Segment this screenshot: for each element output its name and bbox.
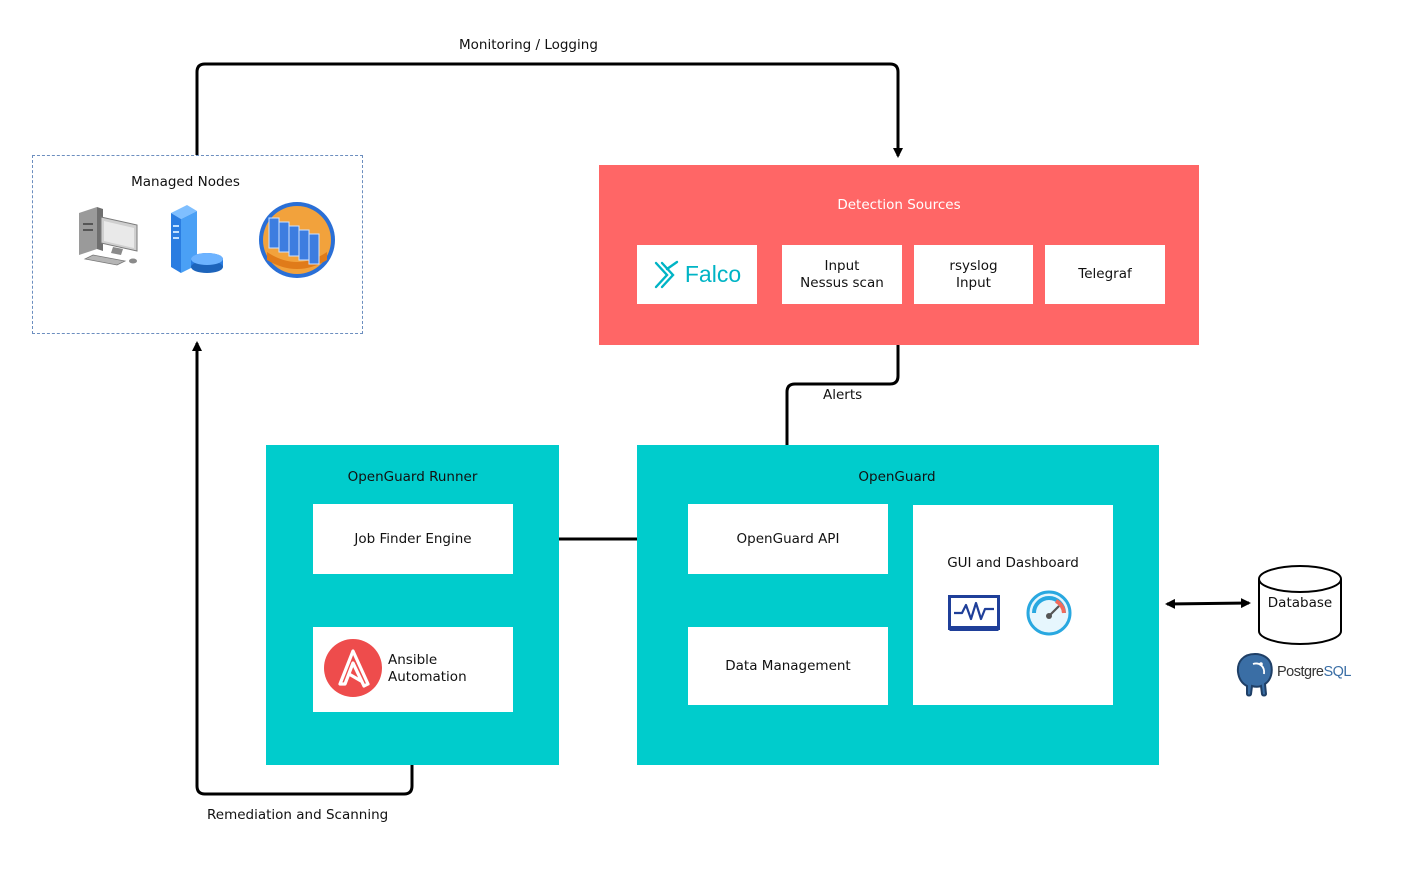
server-cluster-icon xyxy=(259,202,335,278)
openguard-api-label: OpenGuard API xyxy=(736,530,840,547)
ansible-line2: Automation xyxy=(388,669,467,685)
job-finder-label: Job Finder Engine xyxy=(354,530,472,547)
falco-logo-icon xyxy=(654,260,679,288)
telegraf-source[interactable]: Telegraf xyxy=(1045,245,1165,304)
desktop-computer-icon xyxy=(79,207,138,266)
gui-dashboard-box[interactable]: GUI and Dashboard xyxy=(913,505,1113,705)
postgresql-elephant-icon xyxy=(1236,652,1273,697)
speedometer-icon xyxy=(1026,590,1072,636)
gui-dashboard-label: GUI and Dashboard xyxy=(947,555,1079,571)
activity-monitor-icon xyxy=(948,595,1000,631)
ansible-line1: Ansible xyxy=(388,652,438,668)
postgresql-text-a: Postgre xyxy=(1277,664,1324,680)
openguard-database-connector xyxy=(1165,598,1251,609)
detection-sources-group[interactable]: Detection Sources Falco Input Nessus sca… xyxy=(599,165,1199,345)
openguard-runner-bg xyxy=(266,445,559,765)
falco-label: Falco xyxy=(684,261,742,287)
nessus-line2: Nessus scan xyxy=(800,274,884,291)
monitoring-label: Monitoring / Logging xyxy=(459,37,598,53)
data-management-label: Data Management xyxy=(725,657,851,674)
remediation-connector xyxy=(192,341,414,796)
alerts-label: Alerts xyxy=(823,387,863,403)
server-icon xyxy=(171,205,223,273)
telegraf-label: Telegraf xyxy=(1078,266,1132,282)
data-management-box[interactable]: Data Management xyxy=(688,627,888,705)
nessus-line1: Input xyxy=(824,257,860,274)
ansible-automation-box[interactable]: Ansible Automation xyxy=(313,627,513,712)
postgresql-logo: PostgreSQL xyxy=(1231,650,1371,698)
detection-sources-title: Detection Sources xyxy=(837,197,961,213)
rsyslog-source[interactable]: rsyslog Input xyxy=(914,245,1033,304)
postgresql-text-b: SQL xyxy=(1323,664,1351,680)
rsyslog-line2: Input xyxy=(956,274,991,291)
falco-source[interactable]: Falco xyxy=(637,245,757,304)
nessus-source[interactable]: Input Nessus scan xyxy=(782,245,902,304)
openguard-group[interactable]: OpenGuard OpenGuard API Data Management … xyxy=(637,445,1159,765)
openguard-title: OpenGuard xyxy=(858,469,936,485)
rsyslog-line1: rsyslog xyxy=(949,257,998,274)
openguard-runner-group[interactable]: OpenGuard Runner Job Finder Engine Ansib… xyxy=(266,445,559,765)
ansible-logo-icon xyxy=(324,639,382,697)
database-icon[interactable] xyxy=(1257,563,1343,647)
openguard-runner-title: OpenGuard Runner xyxy=(347,469,478,485)
alerts-connector xyxy=(782,345,900,496)
job-finder-engine-box[interactable]: Job Finder Engine xyxy=(313,504,513,574)
managed-nodes-group[interactable]: Managed Nodes xyxy=(32,155,363,334)
managed-nodes-title: Managed Nodes xyxy=(131,174,240,190)
openguard-api-box[interactable]: OpenGuard API xyxy=(688,504,888,574)
monitoring-connector xyxy=(195,62,903,158)
database-label: Database xyxy=(1267,595,1333,611)
remediation-label: Remediation and Scanning xyxy=(207,807,389,823)
